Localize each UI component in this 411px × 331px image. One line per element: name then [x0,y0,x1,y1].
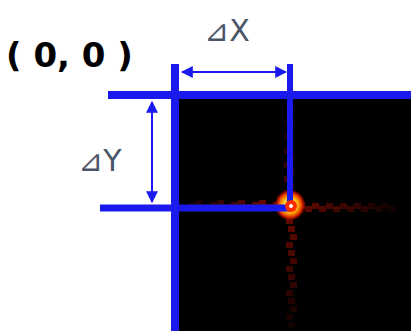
heat-cell [319,206,326,212]
heat-cell [286,266,293,272]
guide-line [100,205,292,212]
heat-cell [312,203,319,209]
heat-cell [290,306,297,312]
origin-label: ( 0, 0 ) [6,38,133,72]
image-background [178,98,411,331]
heat-cell [340,203,347,209]
dimension-label: ⊿X [204,16,250,46]
heat-cell [288,274,295,280]
heat-cell [382,203,389,209]
heat-cell [290,234,297,240]
heat-cell [290,282,297,288]
heat-cell [288,226,295,232]
heat-cell [305,206,312,212]
heat-cell [333,206,340,212]
heat-cell [361,206,368,212]
marker-dot [285,200,297,212]
heat-cell [354,203,361,209]
heat-cell [326,203,333,209]
heat-cell [288,322,295,328]
heat-cell [288,250,295,256]
heat-cell [375,206,382,212]
axis-line [171,64,179,331]
guide-line [287,64,293,208]
heat-cell [286,314,293,320]
axis-line [108,91,411,99]
heat-cell [290,258,297,264]
heat-cell [389,206,396,212]
dimension-arrow [182,71,286,73]
dimension-label: ⊿Y [78,146,121,176]
heat-cell [368,203,375,209]
dimension-arrow [151,102,153,202]
heat-cell [288,298,295,304]
heat-cell [286,290,293,296]
heat-cell [347,206,354,212]
marker-dot [289,204,293,208]
heat-cell [286,242,293,248]
